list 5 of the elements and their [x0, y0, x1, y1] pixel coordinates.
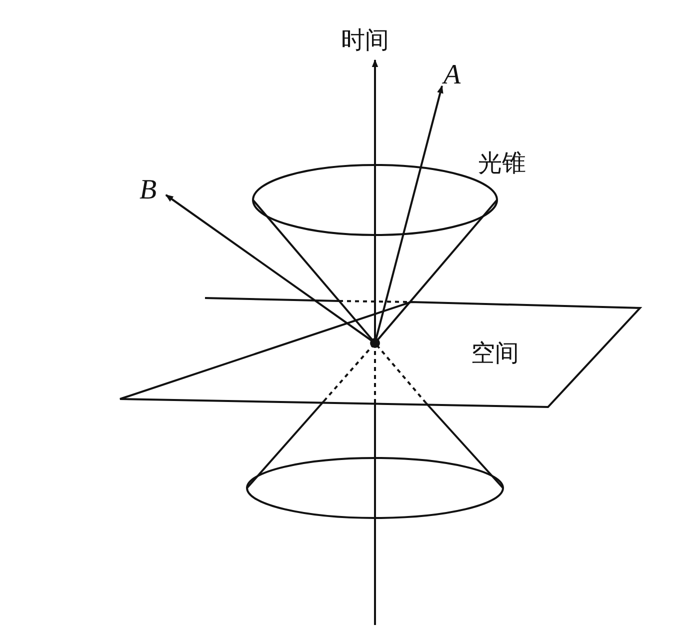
- cone-label: 光锥: [478, 150, 526, 176]
- point-label: A: [443, 60, 461, 92]
- point-label: B: [139, 176, 157, 206]
- plane-label: 空间: [471, 340, 519, 366]
- axis-label: 时间: [341, 26, 389, 54]
